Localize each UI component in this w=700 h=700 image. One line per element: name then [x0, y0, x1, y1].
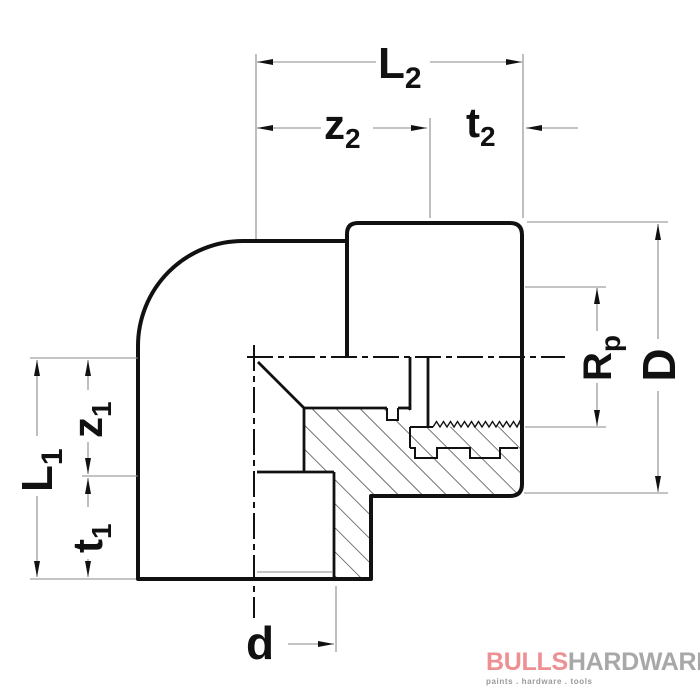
dim-label-Rp: Rp — [575, 331, 626, 383]
centerlines — [247, 345, 565, 624]
svg-text:d: d — [246, 617, 274, 669]
dim-label-z2: z2 — [321, 101, 373, 154]
extension-lines — [30, 54, 668, 652]
section-hatch — [304, 408, 521, 578]
fitting-body — [138, 223, 522, 579]
svg-text:t2: t2 — [466, 99, 496, 152]
section-profile-lines — [257, 233, 522, 578]
logo: BULLSHARDWARE paints . hardware . tools — [486, 650, 700, 686]
logo-tagline: paints . hardware . tools — [486, 677, 593, 686]
dim-label-D: D — [633, 339, 685, 391]
svg-text:z2: z2 — [324, 101, 361, 154]
dim-label-L2: L2 — [376, 39, 430, 95]
arrowheads — [34, 59, 661, 647]
svg-text:L1: L1 — [13, 448, 69, 492]
svg-text:D: D — [633, 348, 685, 381]
logo-brand-primary: BULLS — [486, 648, 568, 676]
svg-text:Rp: Rp — [576, 335, 626, 381]
svg-text:z1: z1 — [64, 401, 117, 438]
svg-text:L2: L2 — [378, 39, 422, 95]
logo-brand-secondary: HARDWARE — [567, 648, 700, 676]
dim-label-z1: z1 — [64, 390, 117, 442]
dim-label-t1: t1 — [64, 507, 117, 559]
dim-label-t2: t2 — [460, 99, 508, 152]
dim-label-d: d — [242, 617, 286, 669]
fitting-outline — [136, 221, 524, 581]
thread-serration — [432, 418, 522, 429]
dim-label-L1: L1 — [13, 436, 69, 496]
svg-text:t1: t1 — [64, 523, 117, 553]
